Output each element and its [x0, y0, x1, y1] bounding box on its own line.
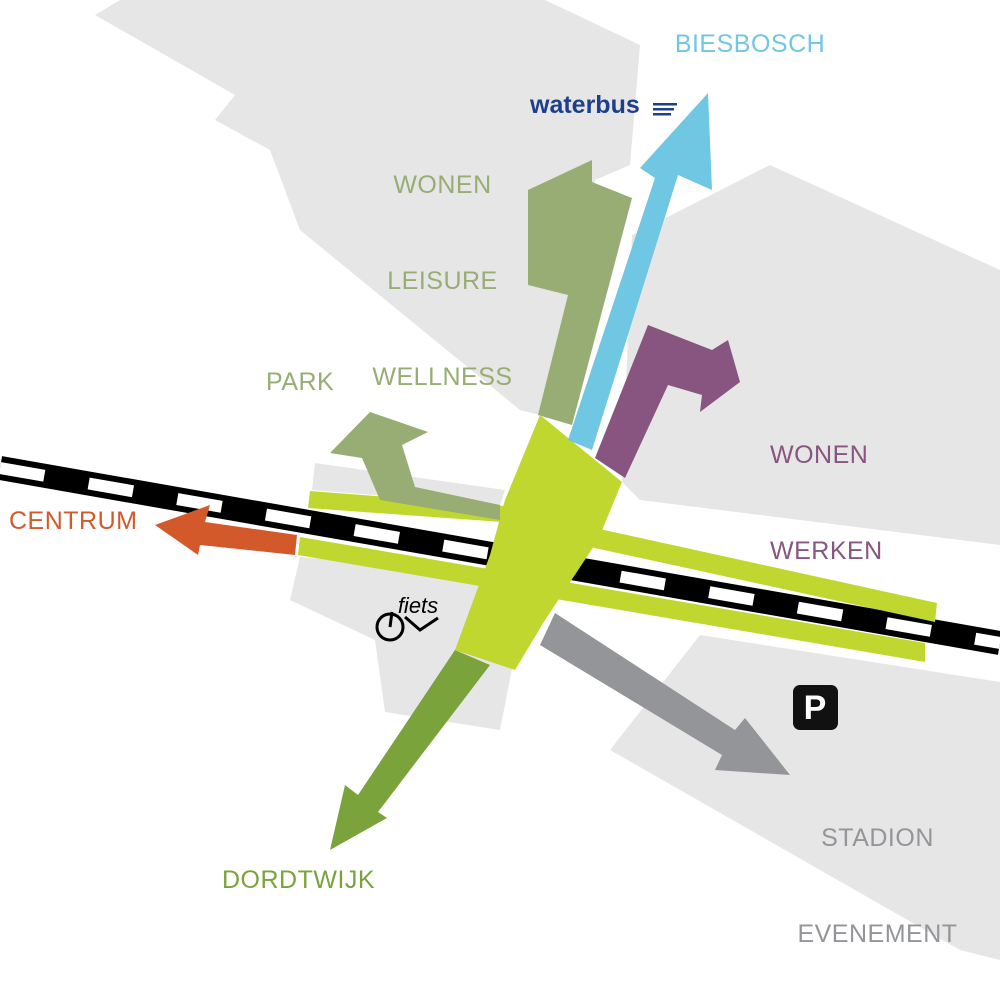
label-wonen-werken: WONEN WERKEN — [770, 375, 883, 599]
label-line: LEISURE — [387, 267, 498, 295]
platform-north-east — [590, 528, 937, 622]
label-line: WERKEN — [770, 537, 883, 565]
arrow-wonen-leisure — [528, 160, 632, 425]
arrow-centrum — [155, 505, 297, 555]
hub-center — [455, 415, 622, 670]
parking-icon: P — [793, 685, 838, 730]
label-line: STADION — [821, 824, 934, 852]
svg-text:waterbus: waterbus — [529, 91, 640, 119]
station-hub — [298, 415, 937, 670]
arrow-dordtwijk — [330, 650, 490, 850]
label-centrum: CENTRUM — [9, 507, 138, 535]
arrow-stadion — [540, 613, 790, 775]
label-biesbosch: BIESBOSCH — [674, 30, 826, 58]
label-stadion: STADION EVENEMENT — [795, 758, 960, 982]
block-north — [95, 0, 640, 420]
label-wonen-leisure: WONEN LEISURE WELLNESS — [370, 105, 515, 425]
label-line: WELLNESS — [372, 363, 513, 391]
arrow-park — [330, 412, 500, 520]
arrow-wonen-werken — [595, 325, 740, 478]
label-park: PARK — [266, 368, 335, 396]
platform-south — [298, 537, 925, 662]
waterbus-logo: waterbus — [529, 91, 677, 119]
fiets-logo: fiets — [375, 593, 439, 642]
block-east — [622, 165, 1000, 545]
platform-north — [308, 491, 505, 522]
label-dordtwijk: DORDTWIJK — [222, 866, 376, 894]
city-blocks — [95, 0, 1000, 960]
label-line: WONEN — [770, 441, 869, 469]
label-line: EVENEMENT — [797, 920, 958, 948]
arrow-biesbosch — [568, 93, 712, 450]
label-line: WONEN — [393, 171, 492, 199]
svg-text:P: P — [804, 689, 827, 727]
svg-text:fiets: fiets — [398, 593, 438, 618]
